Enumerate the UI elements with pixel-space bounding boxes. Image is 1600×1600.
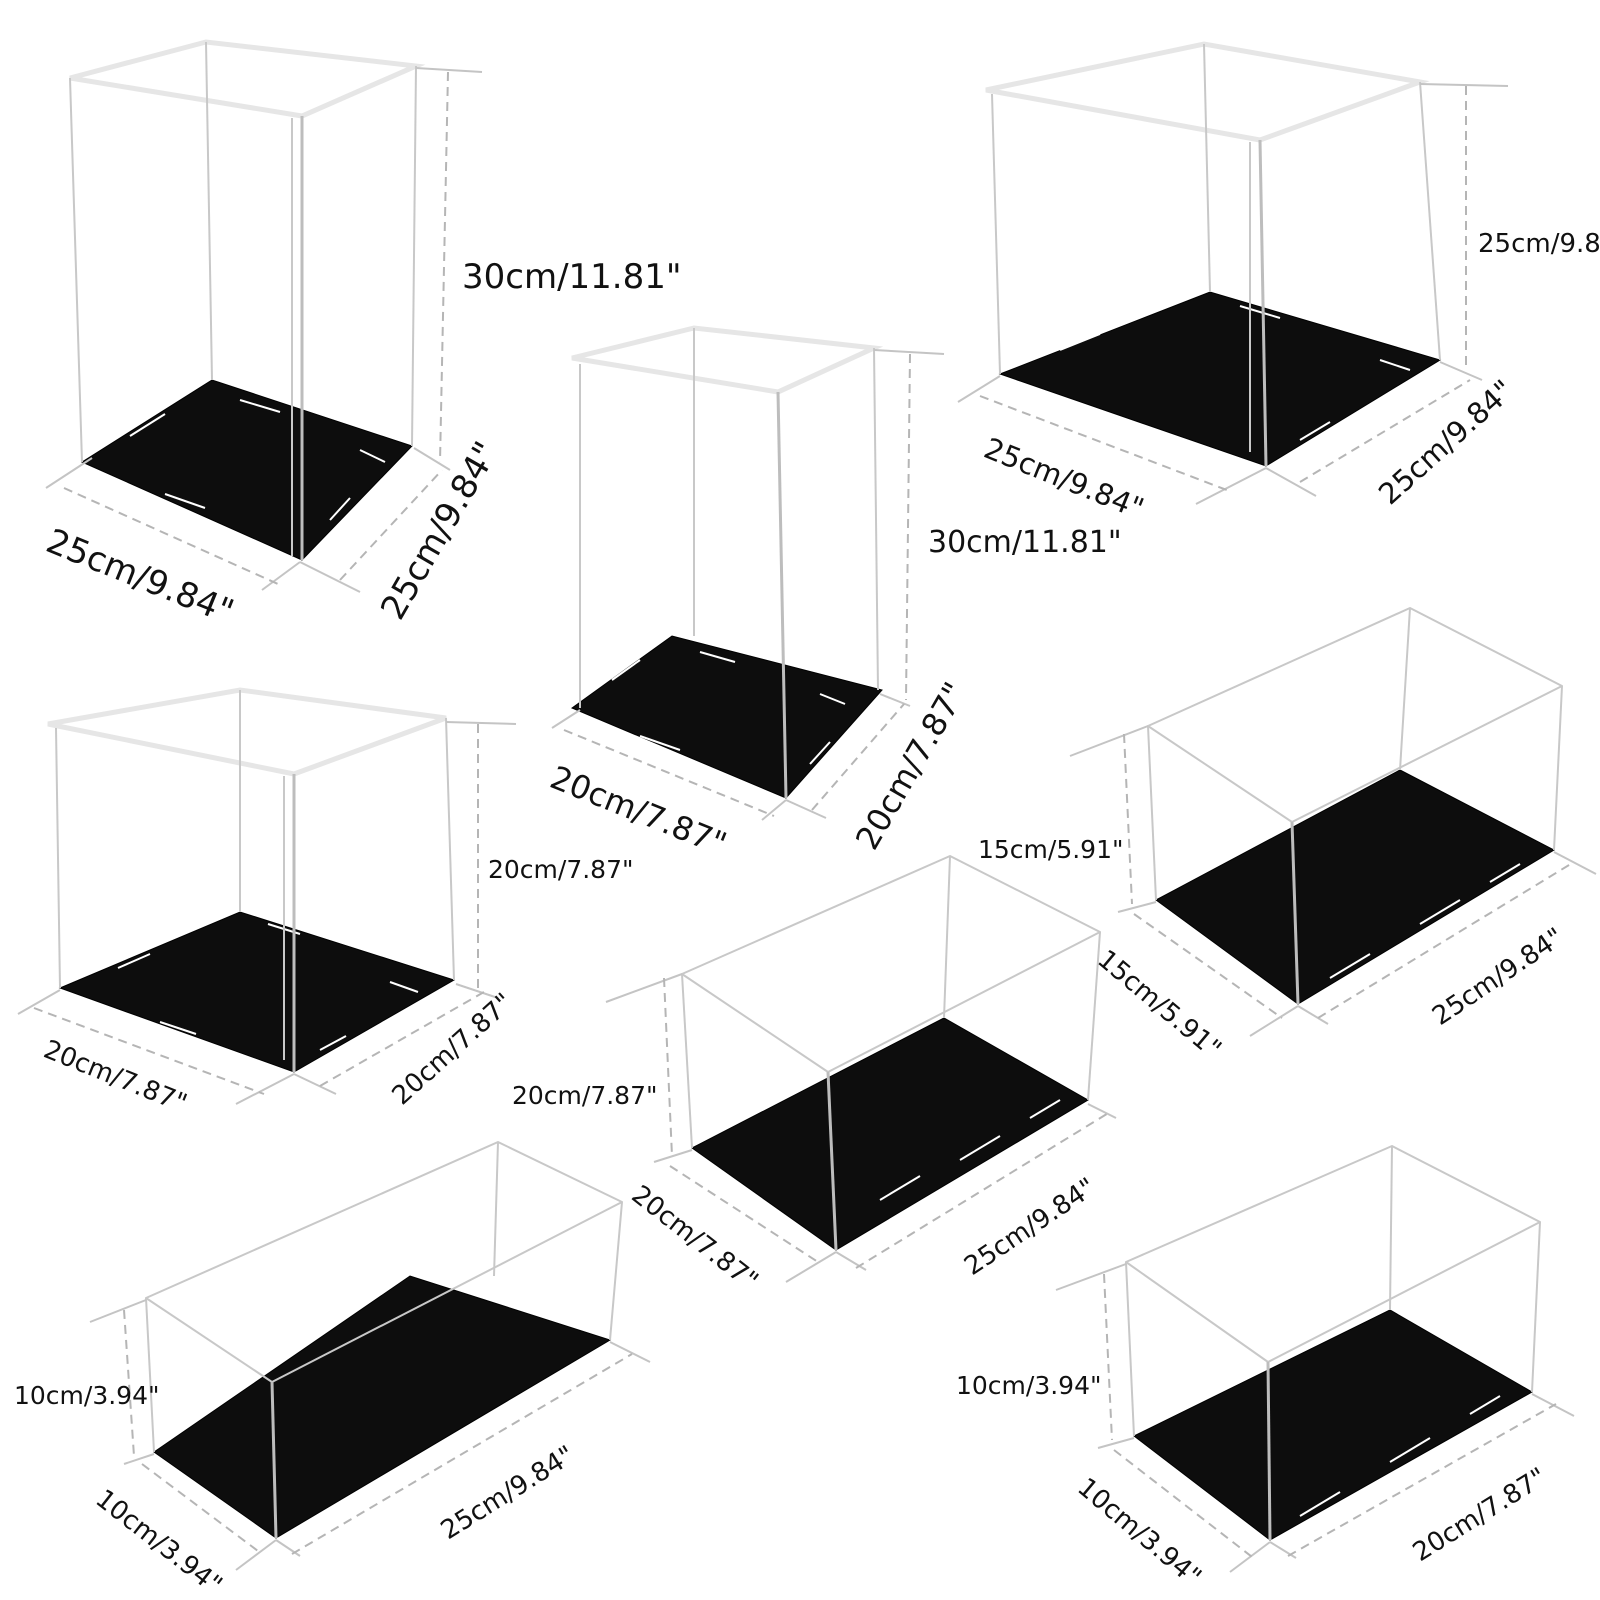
display-case-20x20x20: 20cm/7.87" 20cm/7.87" 20cm/7.87" [17,687,634,1120]
acrylic-cover [1125,1145,1541,1541]
width-label: 25cm/9.84" [436,1440,580,1546]
height-label: 20cm/7.87" [512,1081,658,1110]
depth-label: 20cm/7.87" [545,758,732,863]
depth-label: 10cm/3.94" [1072,1472,1207,1592]
dimension-lines [957,83,1509,505]
width-label: 25cm/9.84" [959,1172,1101,1281]
case-base [80,379,413,561]
depth-label: 20cm/7.87" [626,1180,764,1297]
height-label: 10cm/3.94" [956,1371,1102,1400]
base-slots [129,399,386,521]
display-case-25x25x30: 30cm/11.81" 25cm/9.84" 25cm/9.84" [41,39,682,632]
case-base [58,911,456,1073]
case-base [998,291,1442,467]
depth-label: 25cm/9.84" [979,431,1148,526]
display-case-25x25x25: 25cm/9.84" 25cm/9.84" 25cm/9.84" [957,41,1600,526]
height-label: 10cm/3.94" [14,1381,160,1410]
base-slots [329,1359,581,1511]
base-slots [1329,863,1521,979]
base-slots [1299,1395,1501,1517]
base-slots [611,651,846,765]
height-label: 30cm/11.81" [462,257,682,297]
dimension-lines [17,721,517,1105]
depth-label: 10cm/3.94" [90,1484,228,1600]
dimension-lines [89,1299,651,1571]
acrylic-cover [47,687,455,1072]
display-case-25x15x15: 15cm/5.91" 15cm/5.91" 25cm/9.84" [978,607,1597,1065]
dimension-lines [605,973,1117,1283]
height-label: 30cm/11.81" [928,525,1122,560]
base-slots [879,1099,1061,1201]
dimension-lines [1069,725,1597,1037]
acrylic-cover [69,39,426,560]
dimension-lines [45,67,483,593]
height-label: 20cm/7.87" [488,855,634,884]
acrylic-cover [1147,607,1563,1005]
width-label: 20cm/7.87" [1408,1462,1552,1568]
depth-label: 20cm/7.87" [39,1035,191,1120]
display-case-25x10x10: 10cm/3.94" 10cm/3.94" 25cm/9.84" [14,1141,651,1600]
display-case-25x20x20: 20cm/7.87" 20cm/7.87" 25cm/9.84" [512,855,1117,1297]
height-label: 15cm/5.91" [978,835,1124,864]
base-slots [1059,305,1411,441]
acrylic-cover [985,41,1441,467]
dimension-lines [551,349,945,821]
depth-label: 25cm/9.84" [41,521,239,632]
display-case-20x20x30: 30cm/11.81" 20cm/7.87" 20cm/7.87" [545,325,1122,863]
depth-label: 15cm/5.91" [1092,944,1227,1064]
height-label: 25cm/9.84" [1478,229,1600,259]
acrylic-cover [145,1141,623,1539]
acrylic-cover [571,325,884,799]
acrylic-cover [681,855,1101,1251]
dimension-lines [1055,1263,1575,1573]
